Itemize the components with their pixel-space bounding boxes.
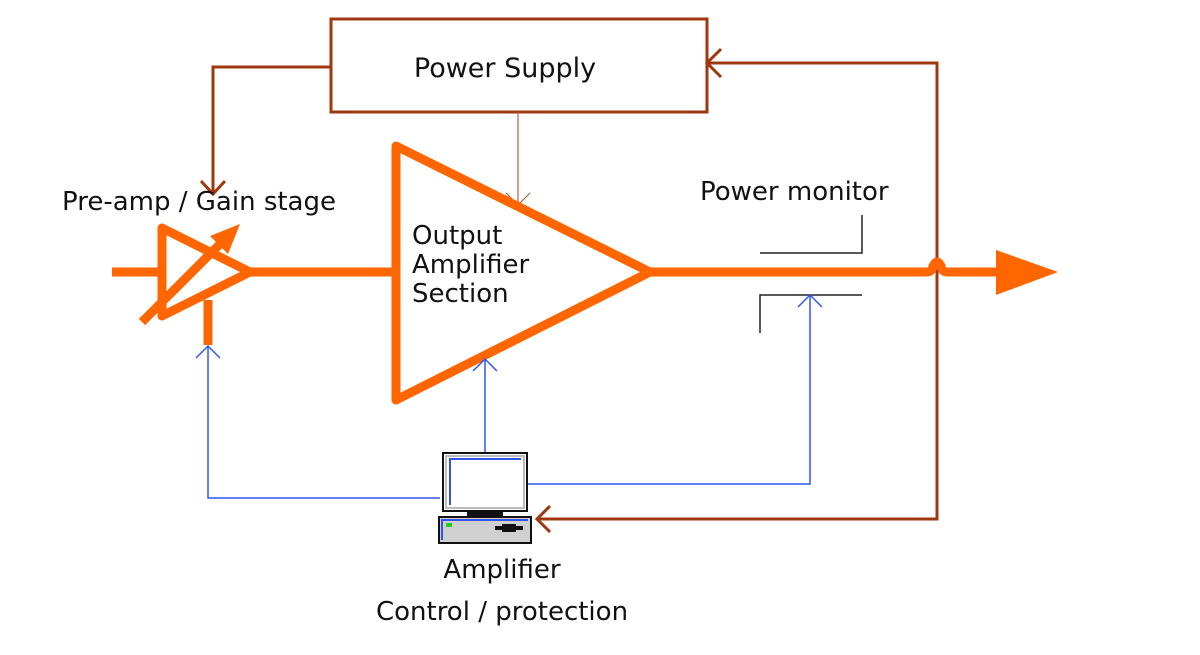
preamp-label: Pre-amp / Gain stage <box>62 187 336 217</box>
arrowhead-icon <box>199 179 227 197</box>
power-supply-block: Power Supply <box>329 17 709 114</box>
power-supply-label: Power Supply <box>414 53 596 84</box>
output-amplifier-block: Output Amplifier Section <box>391 141 655 405</box>
power-monitor-block: Power monitor <box>700 177 889 333</box>
signal-path <box>112 257 1000 277</box>
controller-label-line-1: Amplifier <box>443 555 560 585</box>
power-monitor-label: Power monitor <box>700 177 889 207</box>
arrowhead-icon <box>704 47 723 79</box>
arrowhead-icon <box>195 344 221 359</box>
output-amp-label: Output Amplifier Section <box>412 221 537 309</box>
preamp-block: Pre-amp / Gain stage <box>62 187 336 345</box>
computer-icon <box>438 452 532 544</box>
power-to-output-amp-line <box>505 112 531 206</box>
arrowhead-icon <box>472 357 498 372</box>
arrowhead-icon <box>797 293 823 308</box>
gain-adjust-arrow-icon <box>210 224 240 254</box>
power-to-preamp-line <box>199 65 331 197</box>
controller-label-line-2: Control / protection <box>376 597 628 627</box>
output-arrow-icon <box>996 250 1058 295</box>
control-lines <box>195 293 823 499</box>
feedback-power-line <box>534 47 939 534</box>
arrowhead-icon <box>534 504 552 534</box>
